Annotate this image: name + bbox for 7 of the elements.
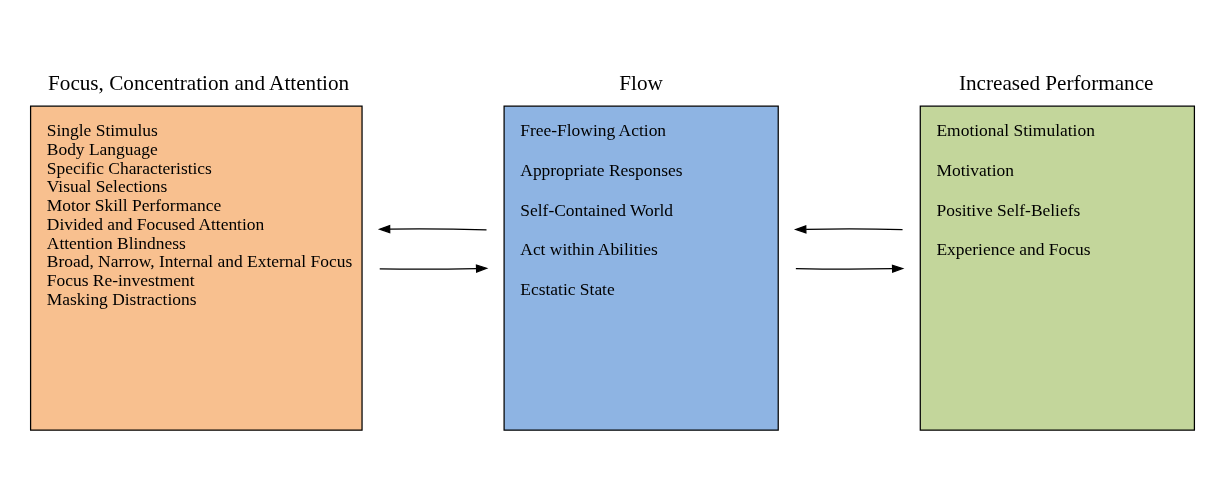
arrow [793,224,904,234]
node-label: Flow [619,70,663,95]
arrow [795,264,905,274]
node-label: Increased Performance [958,70,1154,95]
arrow [377,224,488,234]
node-label: Focus, Concentration and Attention [48,70,350,95]
arrow [379,264,489,273]
